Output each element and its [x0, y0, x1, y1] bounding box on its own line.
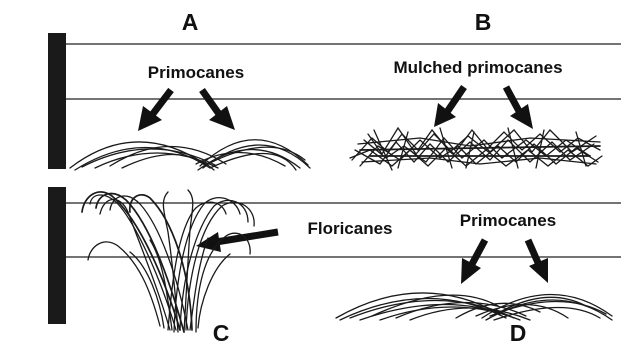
- panel-c-arrow: [196, 232, 278, 252]
- panel-a-primocane-arches: [70, 140, 310, 170]
- panel-d-caption: Primocanes: [460, 211, 556, 230]
- panel-a: A Primocanes: [70, 9, 310, 170]
- panel-b: B Mulched primocanes: [350, 9, 602, 170]
- panel-a-arrow-left: [138, 90, 171, 131]
- panel-b-mulch: [350, 128, 602, 170]
- top-post: [48, 33, 66, 169]
- bottom-post: [48, 187, 66, 324]
- panel-c-letter: C: [213, 320, 230, 346]
- panel-d-letter: D: [510, 320, 527, 346]
- panel-c: C Floricanes: [82, 190, 393, 346]
- panel-d-arrow-right: [528, 240, 548, 283]
- panel-d-primocane-arches: [336, 293, 612, 320]
- panel-b-caption: Mulched primocanes: [393, 58, 562, 77]
- panel-c-floricanes: [82, 190, 254, 332]
- panel-b-arrow-right: [506, 87, 533, 129]
- panel-b-letter: B: [475, 9, 492, 35]
- panel-b-arrow-left: [434, 87, 464, 127]
- panel-a-caption: Primocanes: [148, 63, 244, 82]
- panel-d-arrow-left: [461, 240, 485, 284]
- panel-c-caption: Floricanes: [307, 219, 392, 238]
- panel-a-letter: A: [182, 9, 199, 35]
- panel-a-arrow-right: [202, 90, 235, 130]
